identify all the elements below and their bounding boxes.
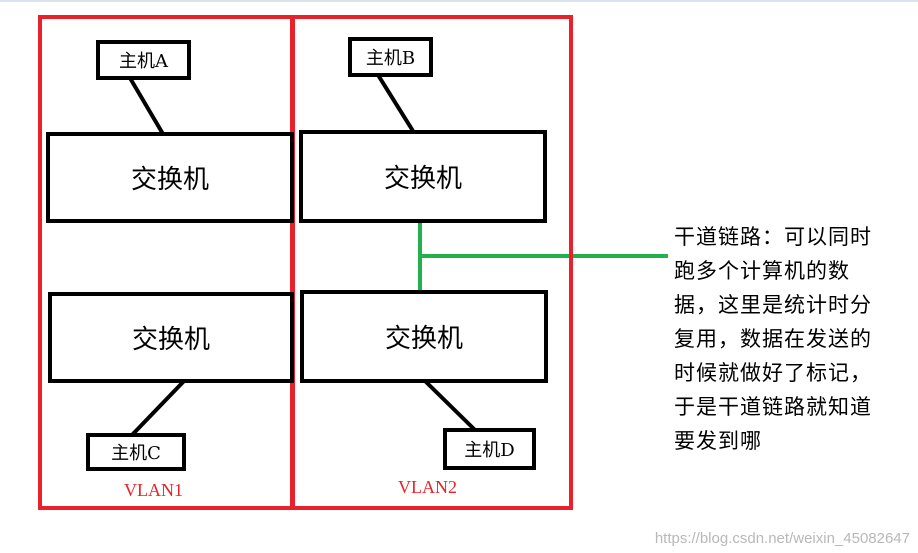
note-line: 据，这里是统计时分 — [674, 293, 872, 317]
trunk-link-note: 干道链路：可以同时 跑多个计算机的数 据，这里是统计时分 复用，数据在发送的 时… — [674, 220, 910, 458]
host-label: 主机A — [119, 51, 168, 72]
host-d: 主机D — [443, 428, 536, 470]
note-line: 干道链路：可以同时 — [674, 225, 872, 249]
vlan2-region — [291, 15, 573, 510]
switch-label: 交换机 — [131, 325, 210, 355]
top-border-line — [0, 0, 918, 2]
host-label: 主机B — [365, 48, 416, 69]
link-host-b-switch — [376, 73, 415, 133]
switch-label: 交换机 — [130, 165, 209, 195]
note-line: 于是干道链路就知道 — [674, 395, 872, 419]
link-host-a-switch — [128, 76, 165, 136]
note-line: 跑多个计算机的数 — [674, 259, 850, 283]
switch-vlan1-bottom: 交换机 — [48, 292, 294, 383]
switch-vlan2-top: 交换机 — [299, 130, 547, 223]
vlan1-label: VLAN1 — [124, 480, 183, 500]
switch-vlan1-top: 交换机 — [46, 132, 294, 223]
host-label: 主机D — [464, 440, 515, 461]
host-b: 主机B — [348, 37, 433, 77]
host-label: 主机C — [111, 443, 161, 464]
note-line: 时候就做好了标记， — [674, 361, 872, 385]
switch-label: 交换机 — [383, 164, 462, 194]
switch-vlan2-bottom: 交换机 — [300, 290, 548, 383]
note-line: 要发到哪 — [674, 429, 762, 453]
host-c: 主机C — [86, 433, 186, 471]
note-line: 复用，数据在发送的 — [674, 327, 872, 351]
host-a: 主机A — [96, 40, 191, 80]
watermark: https://blog.csdn.net/weixin_45082647 — [654, 530, 910, 547]
link-switch-host-d — [422, 378, 477, 432]
vlan2-label: VLAN2 — [398, 477, 457, 497]
switch-label: 交换机 — [384, 324, 463, 354]
link-switch-host-c — [130, 378, 187, 437]
